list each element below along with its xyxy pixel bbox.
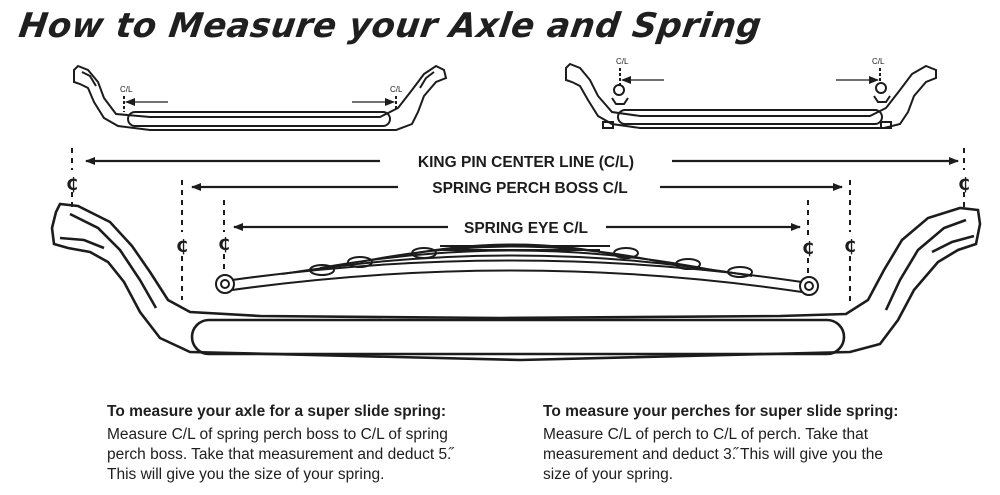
- perch-instructions: To measure your perches for super slide …: [543, 403, 963, 485]
- perch-instructions-line: size of your spring.: [543, 466, 674, 483]
- small-cl-label: C/L: [390, 85, 403, 94]
- axle-instructions-heading: To measure your axle for a super slide s…: [107, 403, 447, 420]
- large-axle: [50, 202, 982, 362]
- perch-instructions-line: Measure C/L of perch to C/L of perch. Ta…: [543, 426, 869, 443]
- small-cl-label: C/L: [872, 57, 885, 66]
- axle-spring-diagram: C/L C/L C/L C/L KING PIN CENTER LINE (C/…: [50, 57, 982, 362]
- spring-eye-label: SPRING EYE C/L: [464, 220, 588, 237]
- perch-boss-label: SPRING PERCH BOSS C/L: [432, 180, 628, 197]
- cl-symbol: ₵: [844, 237, 856, 257]
- perch-instructions-heading: To measure your perches for super slide …: [543, 403, 899, 420]
- axle-instructions-line: Measure C/L of spring perch boss to C/L …: [107, 426, 448, 443]
- small-axle-left: [73, 64, 448, 131]
- cl-symbol: ₵: [176, 237, 188, 257]
- small-axle-right: [565, 62, 937, 129]
- small-cl-label: C/L: [120, 85, 133, 94]
- cl-symbol: ₵: [958, 175, 970, 195]
- axle-instructions: To measure your axle for a super slide s…: [107, 403, 527, 485]
- centerlines: [71, 148, 965, 305]
- perch-instructions-line: measurement and deduct 3.̋ This will giv…: [543, 446, 884, 463]
- leaf-spring: [215, 243, 819, 296]
- king-pin-label: KING PIN CENTER LINE (C/L): [418, 154, 634, 171]
- small-cl-label: C/L: [616, 57, 629, 66]
- cl-symbol: ₵: [66, 175, 78, 195]
- axle-instructions-line: This will give you the size of your spri…: [107, 466, 385, 483]
- cl-symbol: ₵: [218, 235, 230, 255]
- axle-instructions-line: perch boss. Take that measurement and de…: [107, 446, 452, 463]
- cl-symbol: ₵: [802, 239, 814, 259]
